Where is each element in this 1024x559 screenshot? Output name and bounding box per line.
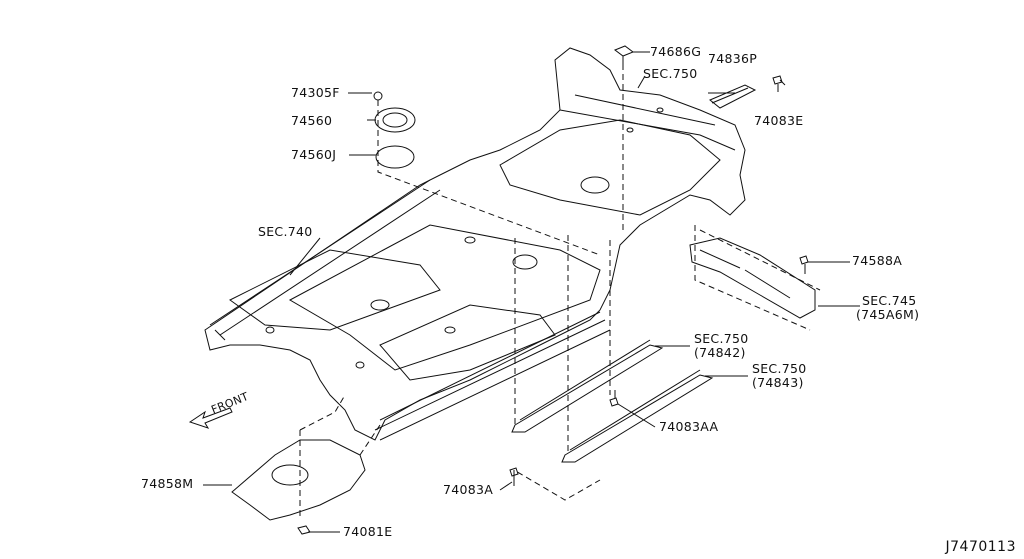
label-745A6M: (745A6M) [856, 307, 920, 322]
seal-74560-inner [382, 112, 408, 128]
bolt-74588A [799, 255, 809, 274]
reference-code: J7470113 [945, 539, 1016, 555]
floor-rear-section [499, 119, 721, 216]
label-sec750-top: SEC.750 [643, 66, 698, 81]
floor-center-tunnel [288, 224, 601, 371]
label-sec740: SEC.740 [258, 224, 313, 239]
label-74083E: 74083E [754, 113, 804, 128]
under-cover-ribs [699, 249, 791, 299]
nut-74081E [297, 525, 311, 535]
label-74588A: 74588A [852, 253, 903, 268]
floor-seat-area-right [379, 304, 556, 381]
clip-74305F [373, 91, 383, 101]
label-sec750-b: SEC.750 [752, 361, 807, 376]
dashed-guides [299, 64, 821, 520]
insulator-74858M-dome [271, 464, 309, 486]
leader-lines [203, 51, 860, 533]
floor-holes [265, 107, 664, 369]
insulator-74858M [231, 439, 366, 521]
label-sec750-a: SEC.750 [694, 331, 749, 346]
front-arrow-icon [188, 407, 233, 429]
label-74083AA: 74083AA [659, 419, 719, 434]
label-74843: (74843) [752, 375, 804, 390]
floor-seat-area-left [229, 249, 441, 331]
side-member-74842 [511, 339, 664, 433]
label-74081E: 74081E [343, 524, 393, 539]
label-74842: (74842) [694, 345, 746, 360]
clip-74686G [613, 45, 635, 64]
label-74560: 74560 [291, 113, 333, 128]
floor-rear-crossmember [559, 94, 736, 151]
bolt-74083AA [609, 390, 619, 407]
left-side-sill [209, 179, 441, 341]
label-74560J: 74560J [291, 147, 337, 162]
label-74305F: 74305F [291, 85, 340, 100]
label-74858M: 74858M [141, 476, 194, 491]
under-cover-745A6M [689, 237, 816, 319]
seal-74560 [374, 107, 416, 133]
label-74083A: 74083A [443, 482, 494, 497]
right-side-sill [374, 311, 611, 441]
floor-panel [204, 47, 746, 441]
bracket-74836P [709, 84, 757, 109]
ring-74560J [375, 145, 415, 169]
label-sec745: SEC.745 [862, 293, 917, 308]
label-74686G: 74686G [650, 44, 702, 59]
bolt-74083E [772, 75, 783, 92]
label-74836P: 74836P [708, 51, 758, 66]
